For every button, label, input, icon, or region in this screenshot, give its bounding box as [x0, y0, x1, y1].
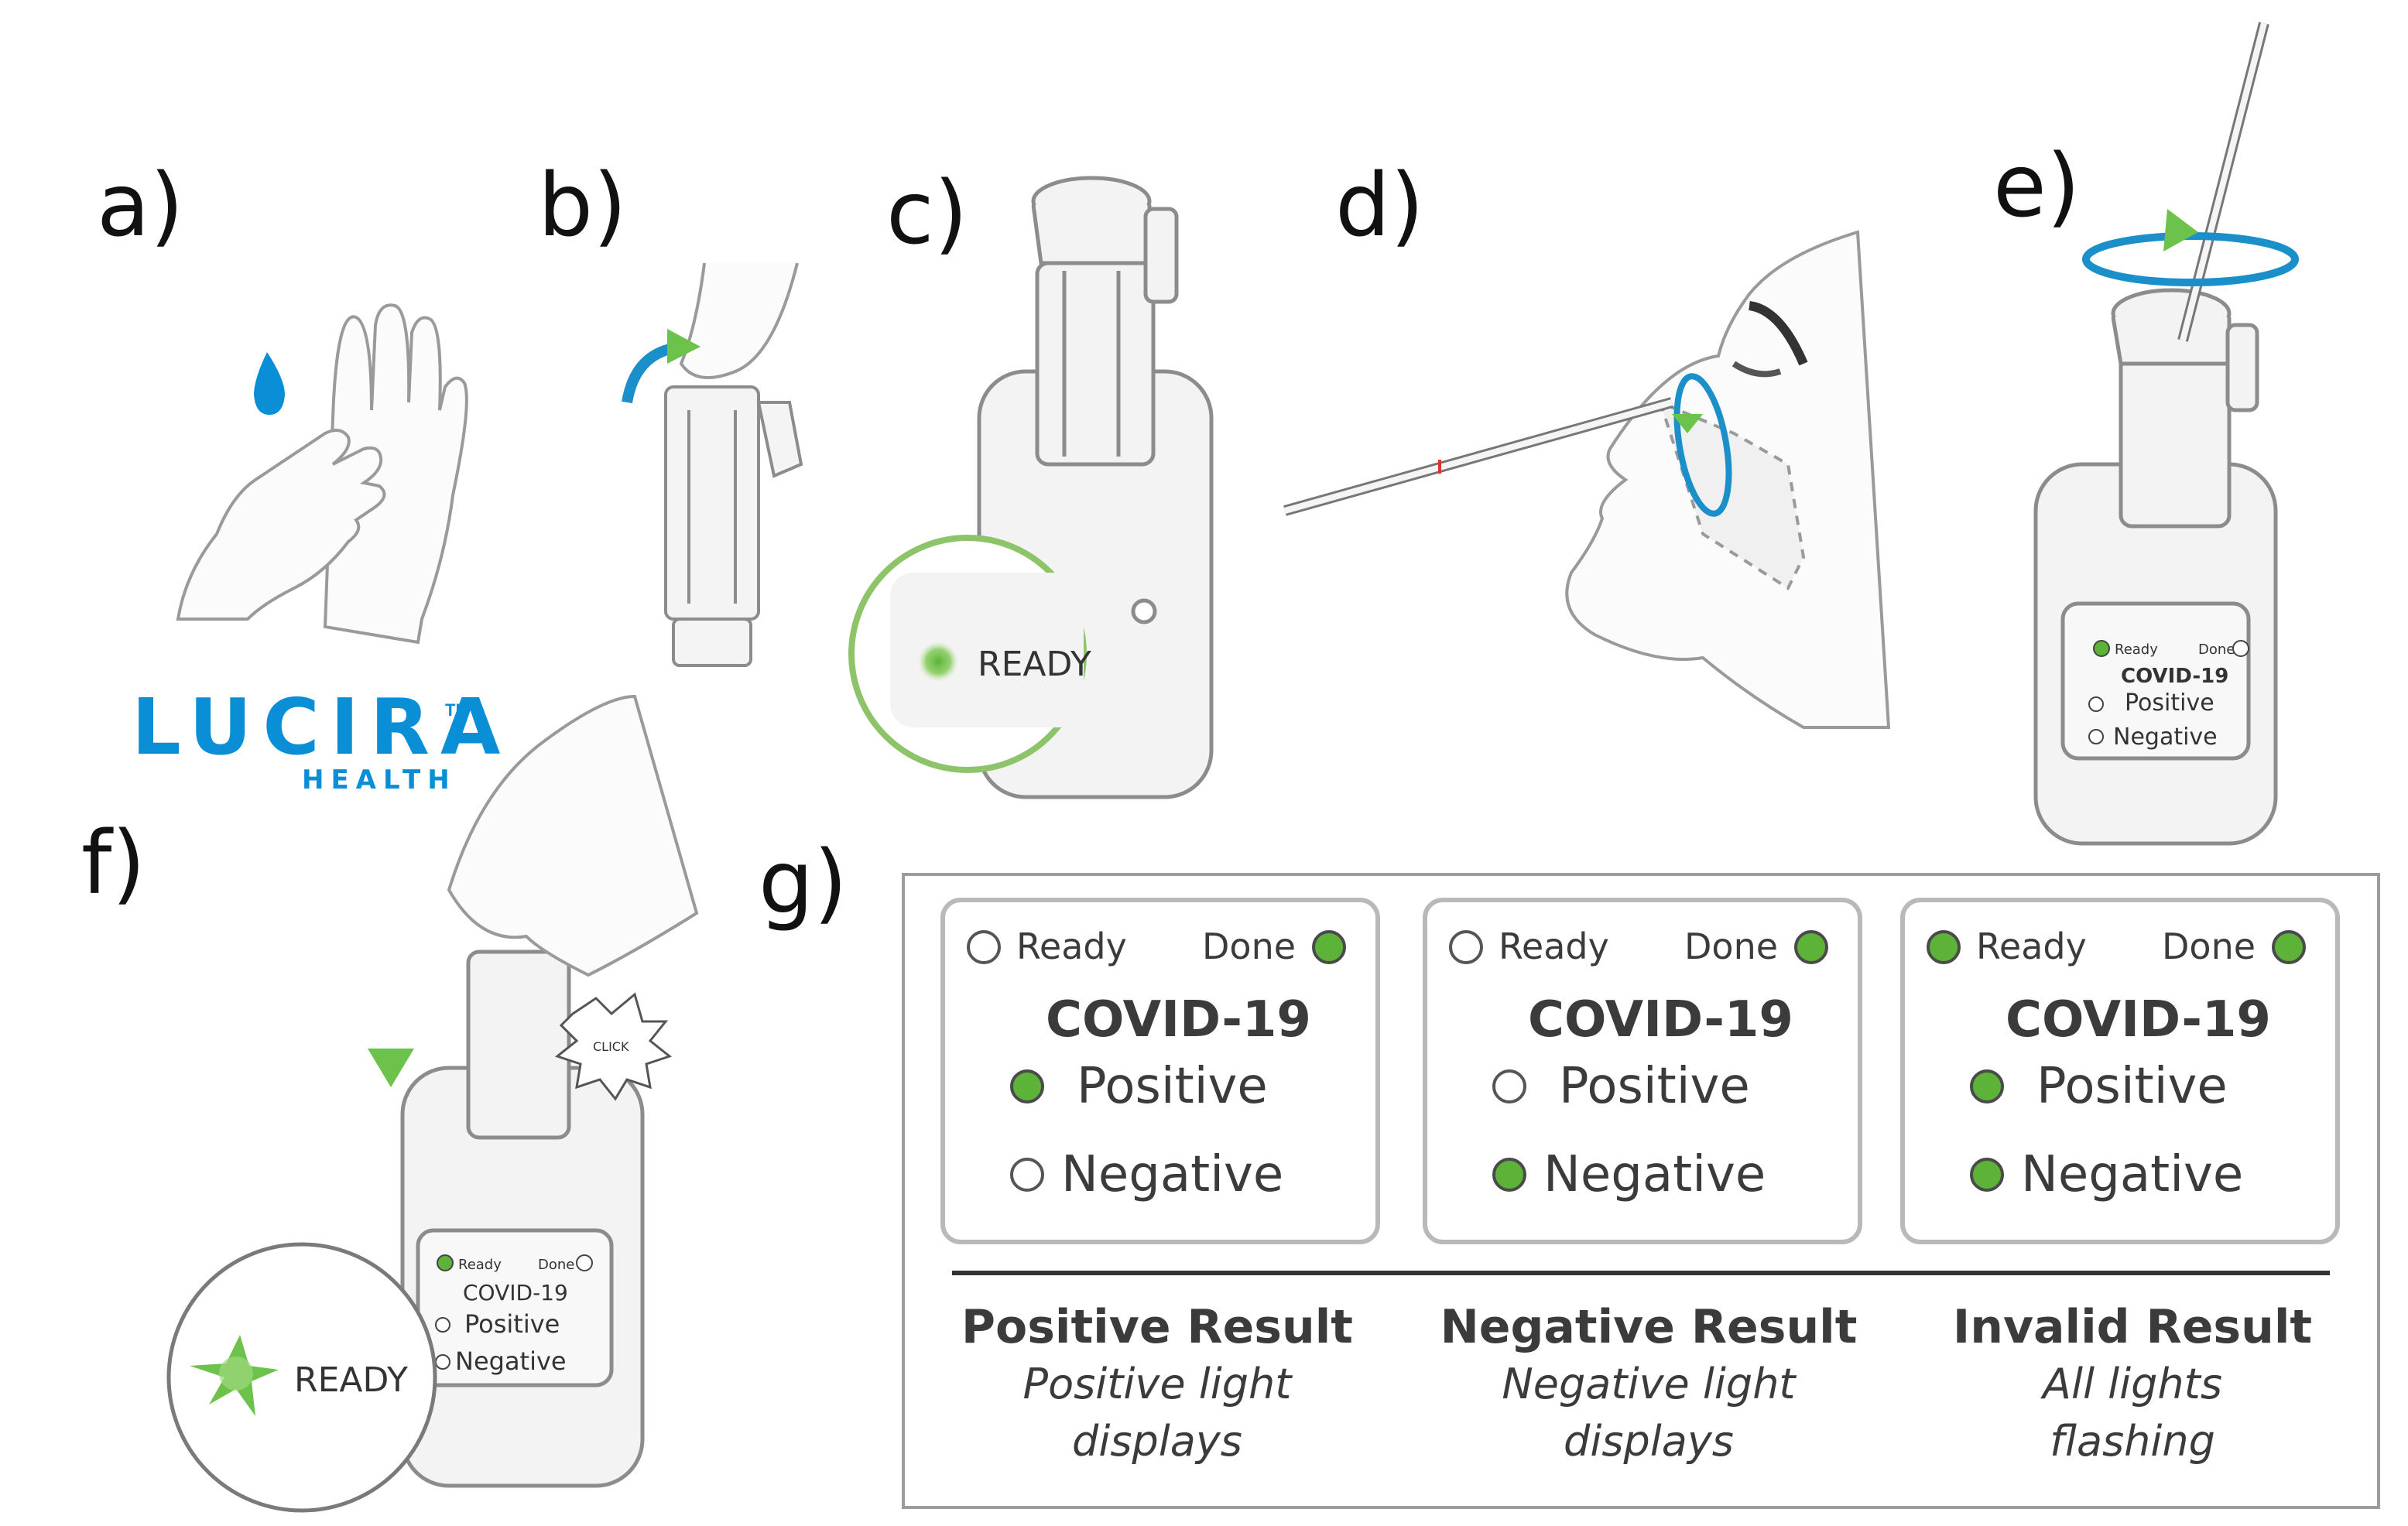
- positive-led-e: [2088, 696, 2104, 712]
- negative-label: Negative: [1061, 1146, 1284, 1203]
- negative-led-f: [435, 1354, 450, 1370]
- ready-display: [890, 573, 1084, 727]
- hand-press-illustration: [447, 694, 699, 977]
- result-title: COVID-19: [1046, 991, 1311, 1049]
- panel-label-d: d): [1335, 156, 1424, 256]
- done-label: Done: [2162, 926, 2256, 967]
- positive-led-icon: [1010, 1069, 1044, 1103]
- click-label: CLICK: [593, 1039, 629, 1054]
- panel-label-a: a): [97, 156, 184, 256]
- ready-led-f: [437, 1254, 454, 1271]
- caption-title: Invalid Result: [1952, 1300, 2313, 1354]
- negative-label-e: Negative: [2113, 724, 2218, 751]
- device-e-illustration: [2033, 288, 2278, 846]
- caption-title: Negative Result: [1440, 1300, 1858, 1354]
- negative-led-icon: [1970, 1158, 2004, 1192]
- positive-label-f: Positive: [464, 1309, 560, 1339]
- panel-label-g: g): [759, 833, 848, 933]
- done-led-f: [576, 1254, 593, 1271]
- finger-illustration: [679, 262, 799, 379]
- positive-label: Positive: [1559, 1058, 1750, 1115]
- curved-arrow-icon: [622, 343, 675, 404]
- negative-led-e: [2088, 729, 2104, 744]
- negative-label: Negative: [1543, 1146, 1766, 1203]
- arrow-head-icon: [667, 329, 700, 364]
- positive-led-f: [435, 1317, 450, 1333]
- title-f: COVID-19: [463, 1280, 568, 1305]
- result-title: COVID-19: [1528, 991, 1793, 1049]
- done-led-icon: [1312, 930, 1346, 964]
- done-label: Done: [1684, 926, 1779, 967]
- ready-led-icon: [918, 642, 958, 682]
- positive-label: Positive: [1077, 1058, 1268, 1115]
- lucira-health-label: HEALTH: [302, 765, 457, 796]
- done-label: Done: [1202, 926, 1296, 967]
- panel-label-b: b): [538, 156, 627, 256]
- panel-label-c: c): [886, 163, 968, 264]
- positive-led-icon: [1970, 1069, 2004, 1103]
- press-arrow-icon: [368, 1049, 414, 1087]
- twist-arrow-icon: [2163, 209, 2198, 251]
- lucira-trademark: TM: [445, 700, 470, 720]
- ready-label: Ready: [1016, 926, 1127, 967]
- ready-label-f: Ready: [458, 1257, 502, 1273]
- results-divider: [952, 1271, 2330, 1275]
- caption-desc-line1: Positive light: [1022, 1360, 1292, 1408]
- water-drop-icon: [254, 352, 285, 415]
- rotation-arrow-icon: [1672, 414, 1703, 433]
- ready-label-e: Ready: [2115, 642, 2158, 658]
- device-f-illustration: [400, 949, 645, 1488]
- hand-wash-icon: [176, 303, 468, 645]
- negative-label-f: Negative: [455, 1346, 567, 1376]
- positive-led-icon: [1492, 1069, 1526, 1103]
- sample-tube-illustration: [664, 385, 803, 667]
- panel-label-e: e): [1993, 136, 2081, 237]
- rotation-ring-icon: [1673, 373, 1732, 517]
- caption-desc-line2: displays: [1564, 1417, 1734, 1466]
- done-led-icon: [1794, 930, 1828, 964]
- ready-led-icon: [1449, 930, 1483, 964]
- negative-led-icon: [1010, 1158, 1044, 1192]
- caption-desc-line2: displays: [1072, 1417, 1242, 1466]
- title-e: COVID-19: [2121, 665, 2228, 688]
- click-burst-icon: [554, 992, 673, 1101]
- lucira-logo: LUCIRA: [132, 682, 512, 772]
- done-label-e: Done: [2198, 642, 2235, 658]
- caption-desc-line1: All lights: [2043, 1360, 2222, 1408]
- positive-label: Positive: [2036, 1058, 2228, 1115]
- positive-label-e: Positive: [2125, 689, 2214, 717]
- ready-led-icon: [1927, 930, 1961, 964]
- done-led-e: [2232, 640, 2249, 657]
- negative-label: Negative: [2021, 1146, 2244, 1203]
- twist-ring-icon: [2082, 232, 2299, 286]
- ready-label: Ready: [1976, 926, 2087, 967]
- done-label-f: Done: [538, 1257, 574, 1273]
- ready-label: Ready: [1499, 926, 1609, 967]
- ready-status-c: READY: [978, 645, 1091, 684]
- ready-led-icon: [967, 930, 1001, 964]
- done-led-icon: [2272, 930, 2306, 964]
- ready-led-e: [2093, 640, 2110, 657]
- results-legend-box: [902, 873, 2380, 1509]
- ready-status-f: READY: [294, 1360, 408, 1400]
- caption-title: Positive Result: [961, 1300, 1353, 1354]
- negative-led-icon: [1492, 1158, 1526, 1192]
- panel-label-f: f): [81, 813, 146, 914]
- result-title: COVID-19: [2006, 991, 2271, 1049]
- caption-desc-line2: flashing: [2050, 1417, 2215, 1466]
- caption-desc-line1: Negative light: [1502, 1360, 1796, 1408]
- ready-magnifier-f: [166, 1242, 437, 1513]
